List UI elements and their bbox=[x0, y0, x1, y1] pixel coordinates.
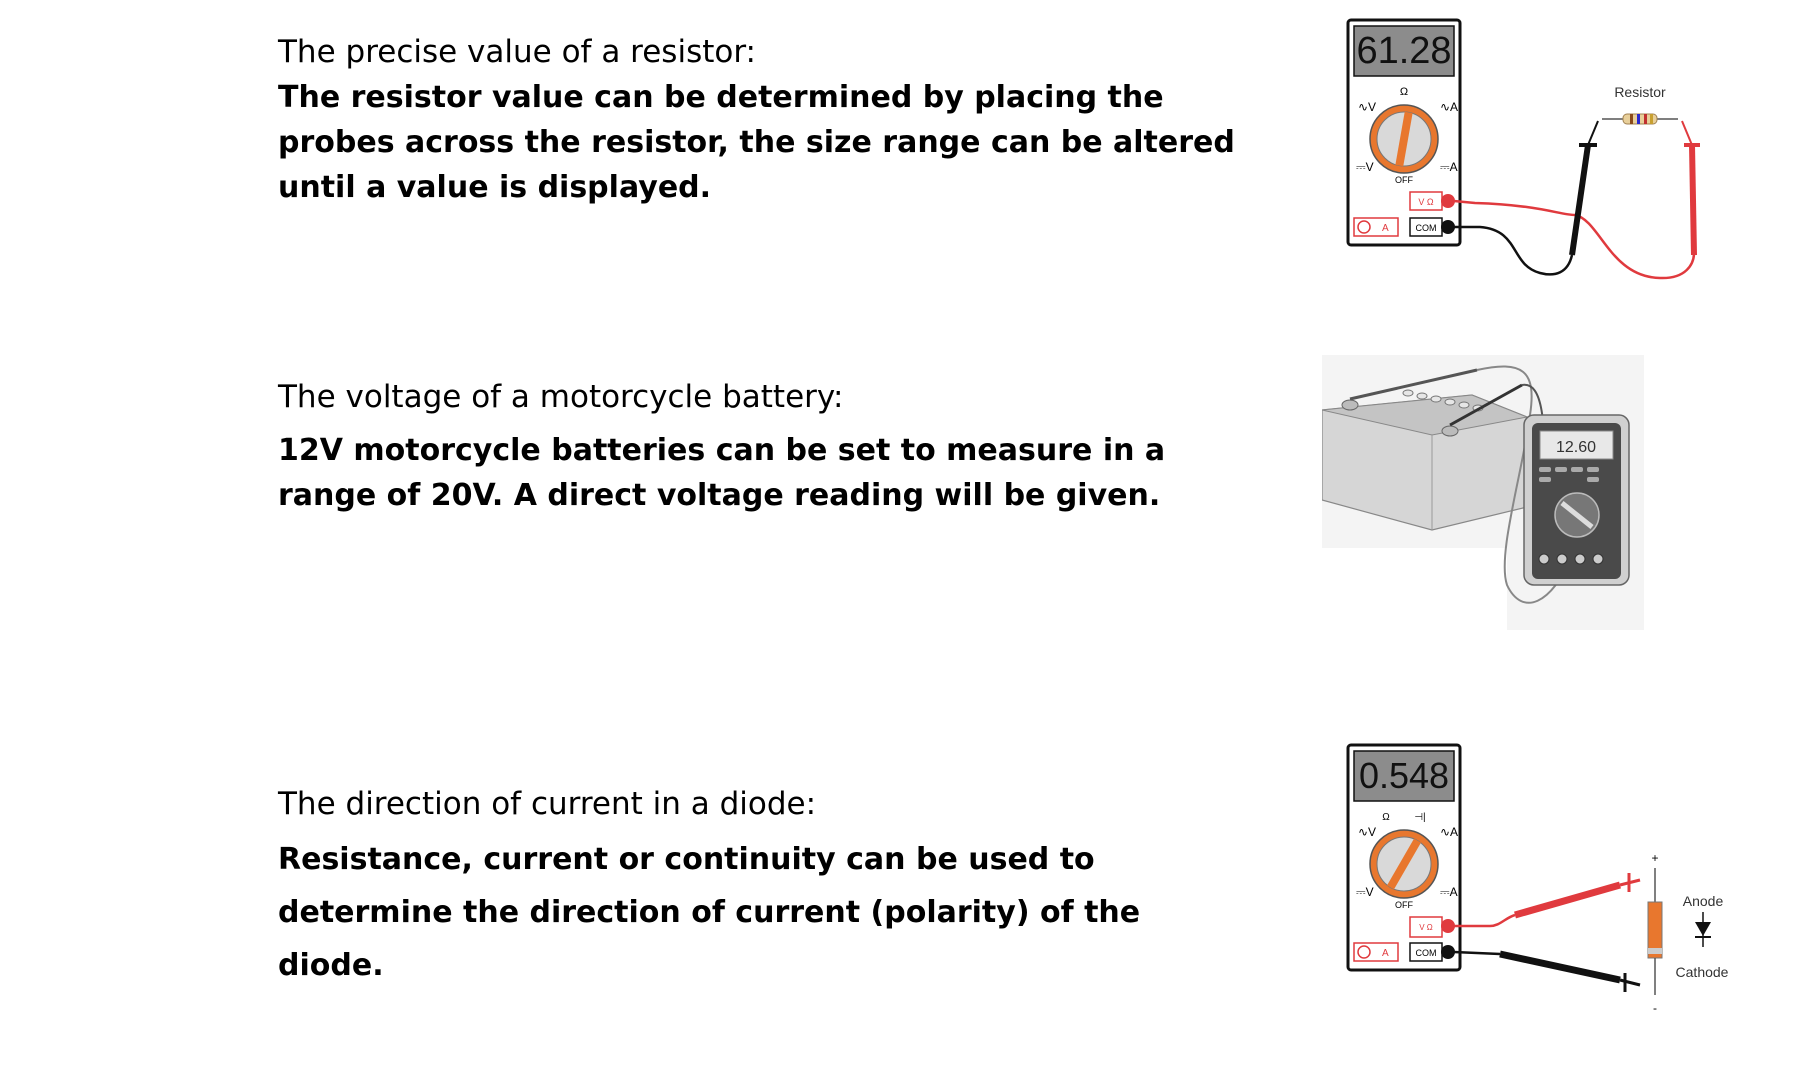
section-resistor: The precise value of a resistor: The res… bbox=[278, 30, 1238, 210]
black-probe bbox=[1569, 144, 1591, 256]
anode-label: Anode bbox=[1683, 893, 1724, 909]
section-heading: The voltage of a motorcycle battery: bbox=[278, 379, 844, 415]
lcd-display bbox=[1353, 25, 1455, 77]
diode-mode-label: ⊣| bbox=[1414, 812, 1425, 823]
section-heading: The precise value of a resistor: bbox=[278, 34, 756, 70]
off-label: OFF bbox=[1395, 175, 1413, 185]
red-probe bbox=[1514, 881, 1621, 919]
red-probe bbox=[1689, 144, 1697, 256]
dc-volt-label: ⎓V bbox=[1356, 885, 1374, 899]
port-amp: A bbox=[1382, 223, 1389, 234]
lcd-reading: 61.28 bbox=[1356, 30, 1451, 72]
section-heading: The direction of current in a diode: bbox=[278, 786, 817, 822]
dc-volt-label: ⎓V bbox=[1356, 160, 1374, 174]
ac-volt-label: ∿V bbox=[1358, 100, 1376, 114]
section-body: The resistor value can be determined by … bbox=[278, 80, 1235, 205]
ac-amp-label: ∿A bbox=[1440, 825, 1458, 839]
port-com: COM bbox=[1416, 948, 1437, 958]
off-label: OFF bbox=[1395, 900, 1413, 910]
dial-pointer bbox=[1395, 111, 1413, 167]
ohm-label: Ω bbox=[1400, 86, 1408, 98]
lcd-reading: 12.60 bbox=[1556, 439, 1596, 456]
section-body: 12V motorcycle batteries can be set to m… bbox=[278, 433, 1166, 513]
cathode-label: Cathode bbox=[1676, 964, 1729, 980]
plus-sign: + bbox=[1651, 851, 1658, 865]
ac-amp-label: ∿A bbox=[1440, 100, 1458, 114]
diode-symbol-icon bbox=[1695, 922, 1711, 936]
section-body: Resistance, current or continuity can be… bbox=[278, 842, 1141, 983]
resistor-label: Resistor bbox=[1614, 84, 1666, 100]
lcd-reading: 0.548 bbox=[1359, 755, 1449, 796]
ac-volt-label: ∿V bbox=[1358, 825, 1376, 839]
battery-multimeter-figure: 12.60 bbox=[1322, 355, 1644, 630]
black-probe bbox=[1499, 950, 1621, 984]
dc-amp-label: ⎓A bbox=[1440, 160, 1458, 174]
dc-amp-label: ⎓A bbox=[1440, 885, 1458, 899]
dial-pointer bbox=[1387, 838, 1421, 890]
port-com: COM bbox=[1416, 223, 1437, 233]
multimeter-resistor-figure: 61.28 Ω ∿V ∿A ⎓V ⎓A OFF V Ω COM A Resist… bbox=[1346, 18, 1700, 280]
port-volt-ohm: V Ω bbox=[1418, 197, 1434, 207]
ohm-label: Ω bbox=[1382, 812, 1390, 823]
minus-sign: - bbox=[1653, 1001, 1657, 1015]
multimeter-diode-figure: 0.548 Ω ⊣| ∿V ∿A ⎓V ⎓A OFF V Ω COM A + -… bbox=[1346, 743, 1729, 1015]
section-battery: The voltage of a motorcycle battery: 12V… bbox=[278, 375, 1238, 518]
port-volt-ohm: V Ω bbox=[1419, 923, 1433, 932]
section-diode: The direction of current in a diode: Res… bbox=[278, 782, 1238, 992]
port-amp: A bbox=[1382, 948, 1389, 959]
lcd-display bbox=[1353, 750, 1455, 802]
